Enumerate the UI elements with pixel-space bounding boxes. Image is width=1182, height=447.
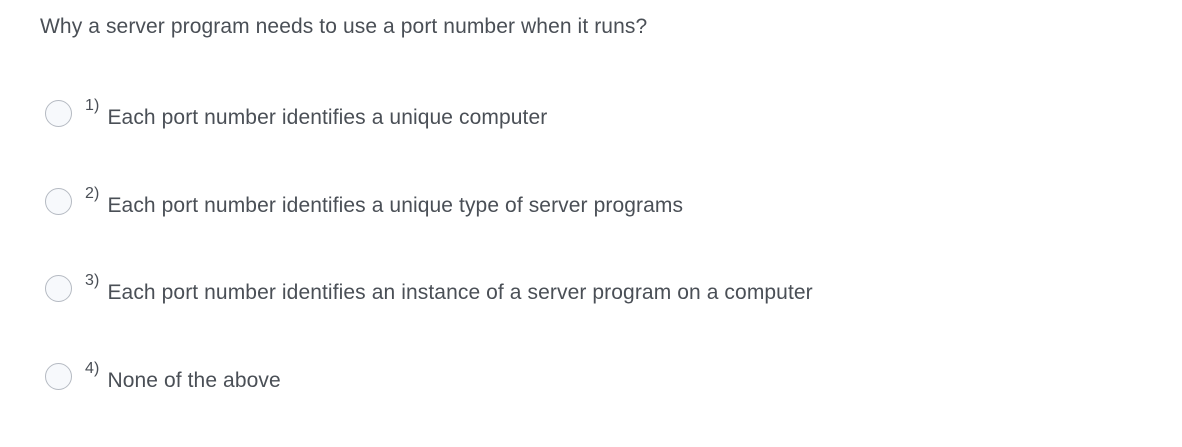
option-label-3[interactable]: Each port number identifies an instance …	[107, 281, 813, 304]
option-number-2: 2)	[85, 185, 100, 202]
option-label-4[interactable]: None of the above	[107, 369, 281, 392]
radio-button-2[interactable]	[45, 187, 72, 215]
option-number-4: 4)	[85, 360, 100, 377]
option-row-4[interactable]: 4) None of the above	[40, 354, 281, 398]
option-label-1[interactable]: Each port number identifies a unique com…	[107, 106, 548, 129]
radio-button-1[interactable]	[45, 99, 72, 127]
option-row-1[interactable]: 1) Each port number identifies a unique …	[40, 91, 547, 135]
radio-button-4[interactable]	[45, 362, 72, 390]
option-row-3[interactable]: 3) Each port number identifies an instan…	[40, 266, 813, 310]
option-row-2[interactable]: 2) Each port number identifies a unique …	[40, 179, 683, 223]
option-number-3: 3)	[85, 272, 100, 289]
question-prompt: Why a server program needs to use a port…	[40, 15, 648, 38]
option-number-1: 1)	[85, 97, 100, 114]
option-label-2[interactable]: Each port number identifies a unique typ…	[107, 194, 684, 217]
radio-button-3[interactable]	[45, 274, 72, 302]
